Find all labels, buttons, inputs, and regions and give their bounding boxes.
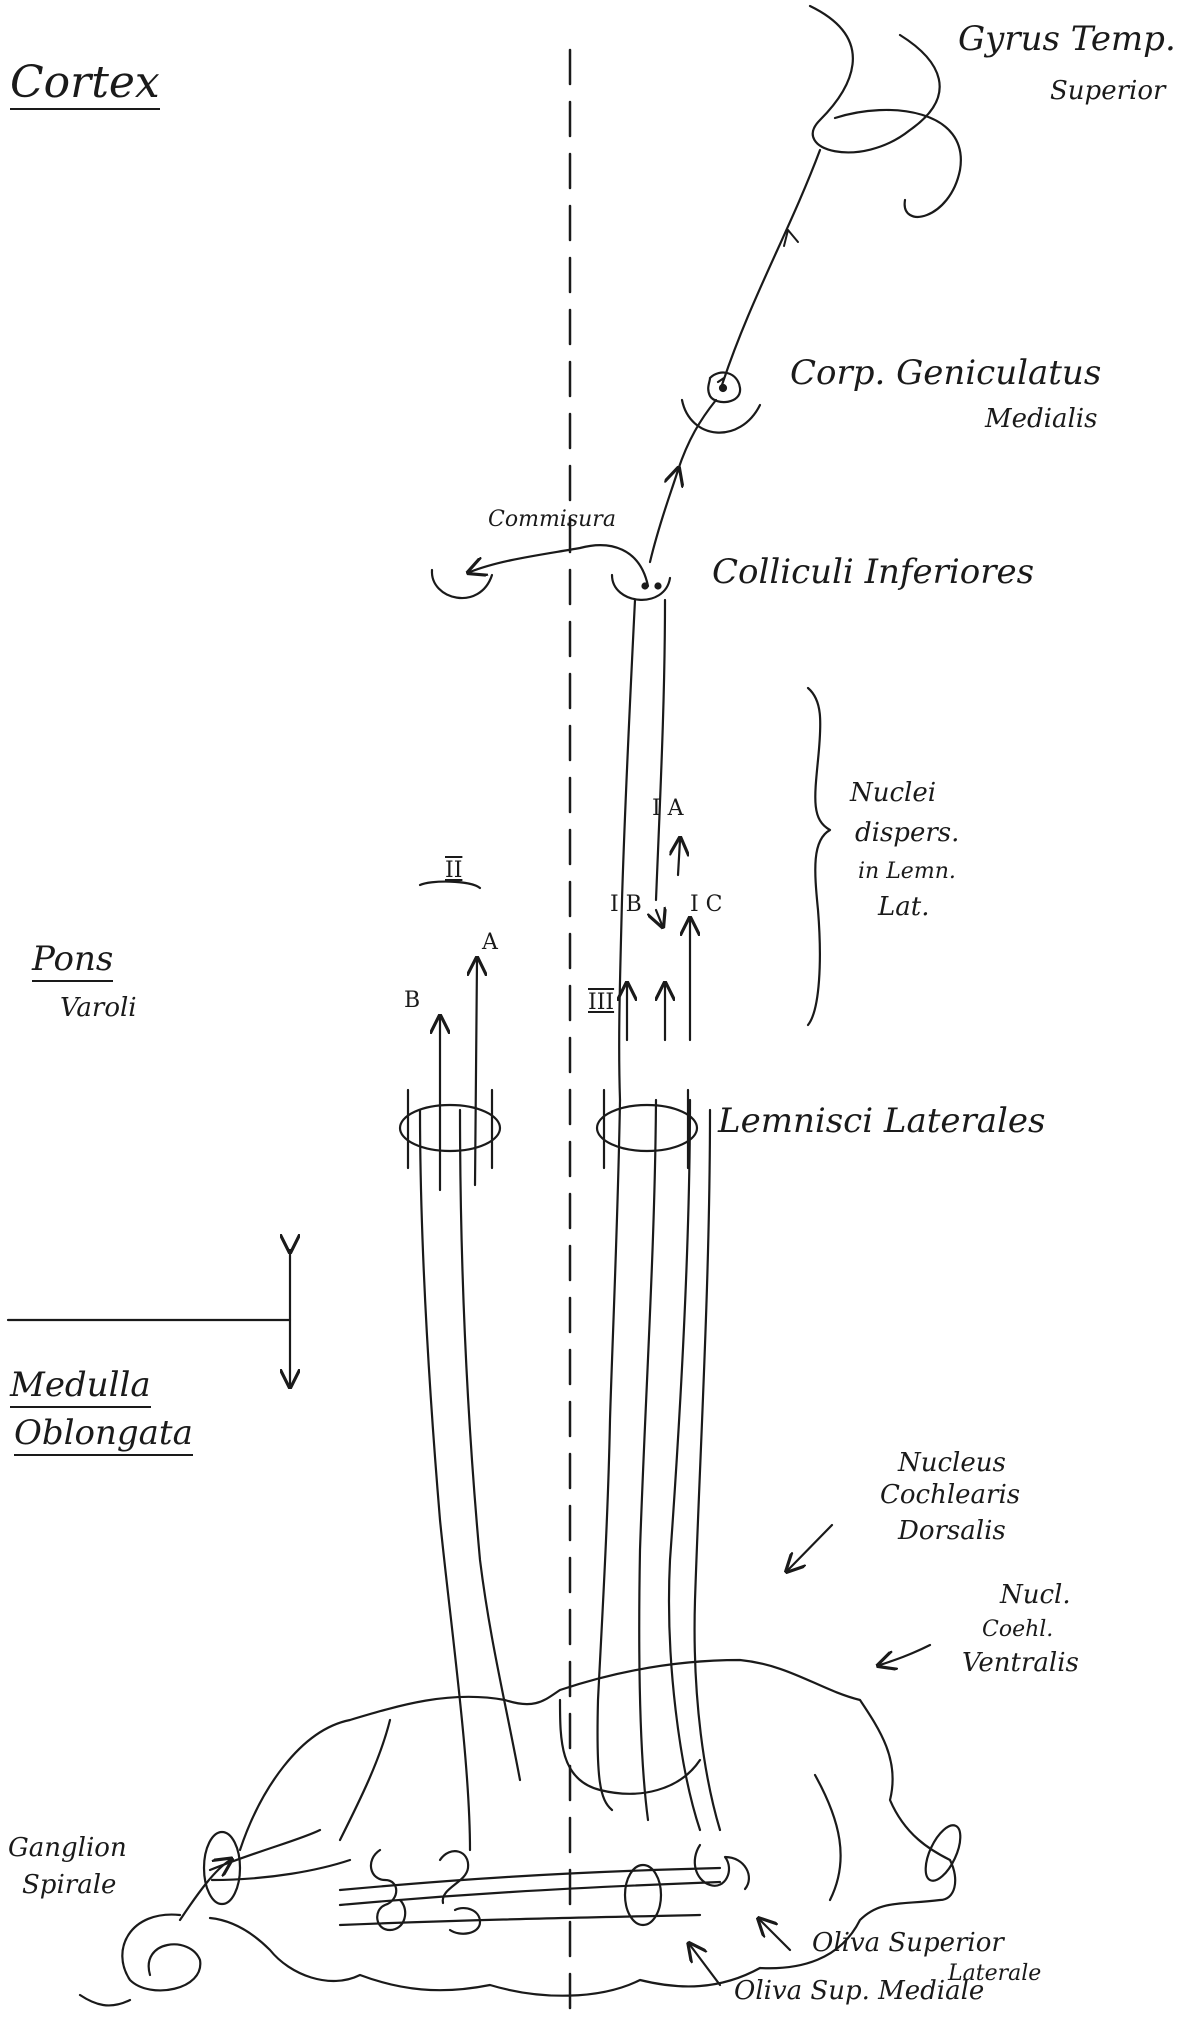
label-lemnisci: Lemnisci Laterales	[718, 1104, 1045, 1140]
marker-iii: III	[588, 990, 614, 1015]
cortex-radiation	[722, 150, 820, 385]
label-ncv-line2: Coehl.	[982, 1618, 1053, 1641]
label-osl-line1: Oliva Superior	[812, 1930, 1004, 1957]
label-ncd-line3: Dorsalis	[898, 1518, 1006, 1545]
label-ncv-line1: Nucl.	[1000, 1582, 1071, 1609]
label-commisura: Commisura	[488, 508, 616, 531]
label-pons: Pons	[32, 942, 113, 982]
cgm-shape	[682, 400, 760, 433]
label-medulla: Medulla	[10, 1368, 151, 1408]
ganglion-spiral	[122, 1915, 200, 1991]
label-nuclei-line2: dispers.	[855, 820, 959, 847]
label-ncd-line1: Nucleus	[898, 1450, 1006, 1477]
marker-ic: I C	[690, 892, 723, 917]
marker-ii: II	[445, 858, 462, 883]
label-nuclei-line3: in Lemn.	[858, 860, 956, 883]
label-ncd-line2: Cochlearis	[880, 1482, 1020, 1509]
gyrus-temporalis-outline	[810, 6, 961, 217]
label-nuclei-line4: Lat.	[878, 894, 929, 921]
ganglion-tube-left	[204, 1832, 240, 1904]
lemniscus-right	[597, 1105, 697, 1151]
label-gyrus-line2: Superior	[1050, 78, 1165, 105]
nuclei-brace	[808, 688, 830, 1025]
label-ncv-line3: Ventralis	[962, 1650, 1079, 1677]
colliculus-left	[432, 570, 492, 598]
label-nuclei-line1: Nuclei	[850, 780, 936, 807]
oliva-left	[371, 1850, 405, 1930]
label-gyrus-line1: Gyrus Temp.	[958, 22, 1176, 58]
cochlear-tube-right	[919, 1820, 968, 1885]
label-varoli: Varoli	[60, 995, 137, 1022]
lemniscus-left	[400, 1105, 500, 1151]
marker-ii-b: B	[404, 988, 420, 1013]
label-cgm-line1: Corp. Geniculatus	[790, 356, 1101, 392]
commisura-fibre	[470, 545, 648, 586]
marker-ib: I B	[610, 892, 642, 917]
label-ganglion-line2: Spirale	[22, 1872, 116, 1899]
label-oblongata: Oblongata	[14, 1416, 193, 1456]
label-ganglion-line1: Ganglion	[8, 1835, 127, 1862]
label-osm: Oliva Sup. Mediale	[734, 1978, 984, 2005]
label-cgm-line2: Medialis	[985, 406, 1097, 433]
marker-ii-a: A	[482, 930, 498, 955]
marker-ia: I A	[652, 796, 684, 821]
label-colliculi: Colliculi Inferiores	[712, 555, 1034, 591]
label-cortex: Cortex	[10, 60, 160, 110]
